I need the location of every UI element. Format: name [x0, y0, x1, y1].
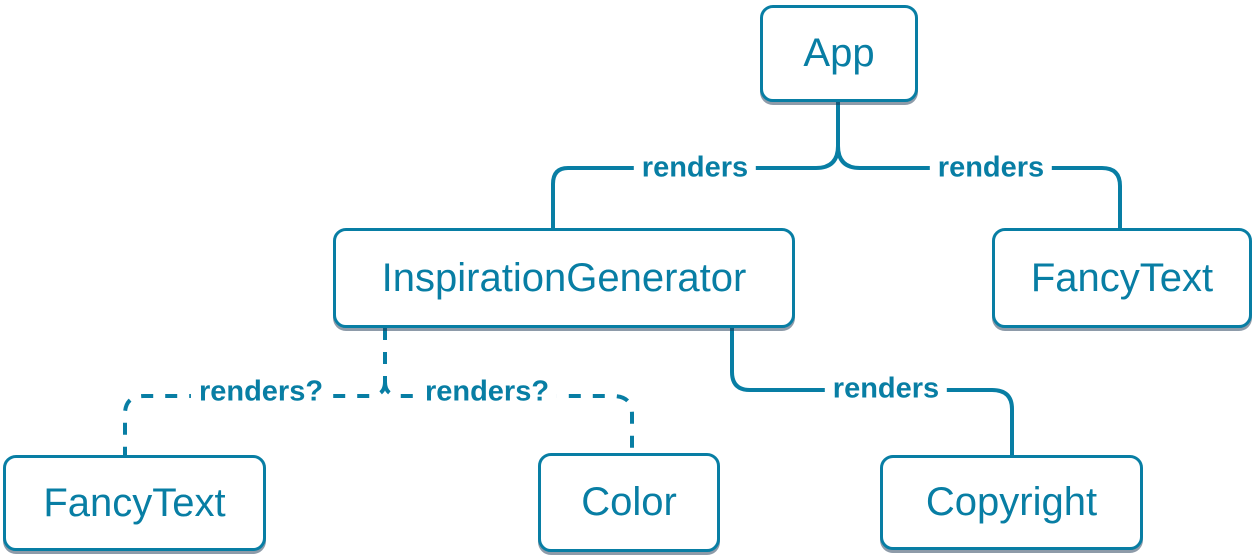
node-color: Color — [538, 453, 720, 552]
edge-label-inspirationgenerator-copyright: renders — [824, 372, 948, 406]
node-label: Copyright — [925, 480, 1098, 524]
node-fancy-text-top: FancyText — [992, 228, 1252, 328]
node-label: InspirationGenerator — [381, 255, 747, 300]
node-inspiration-generator: InspirationGenerator — [333, 228, 795, 328]
node-label: App — [803, 31, 875, 75]
edge-label-inspirationgenerator-color: renders? — [416, 375, 558, 409]
node-label: FancyText — [1030, 255, 1214, 300]
node-app: App — [760, 5, 918, 102]
edge-label-inspirationgenerator-fancytext: renders? — [190, 375, 332, 409]
edge-label-app-fancytext: renders — [929, 151, 1053, 185]
node-label: FancyText — [43, 480, 226, 525]
node-fancy-text-bottom: FancyText — [3, 455, 266, 551]
node-copyright: Copyright — [880, 455, 1143, 550]
edge-inspirationgenerator-color — [383, 381, 634, 453]
edge-label-app-inspirationgenerator: renders — [633, 151, 757, 185]
node-label: Color — [581, 480, 677, 524]
edge-inspirationgenerator-fancytext — [123, 328, 387, 455]
